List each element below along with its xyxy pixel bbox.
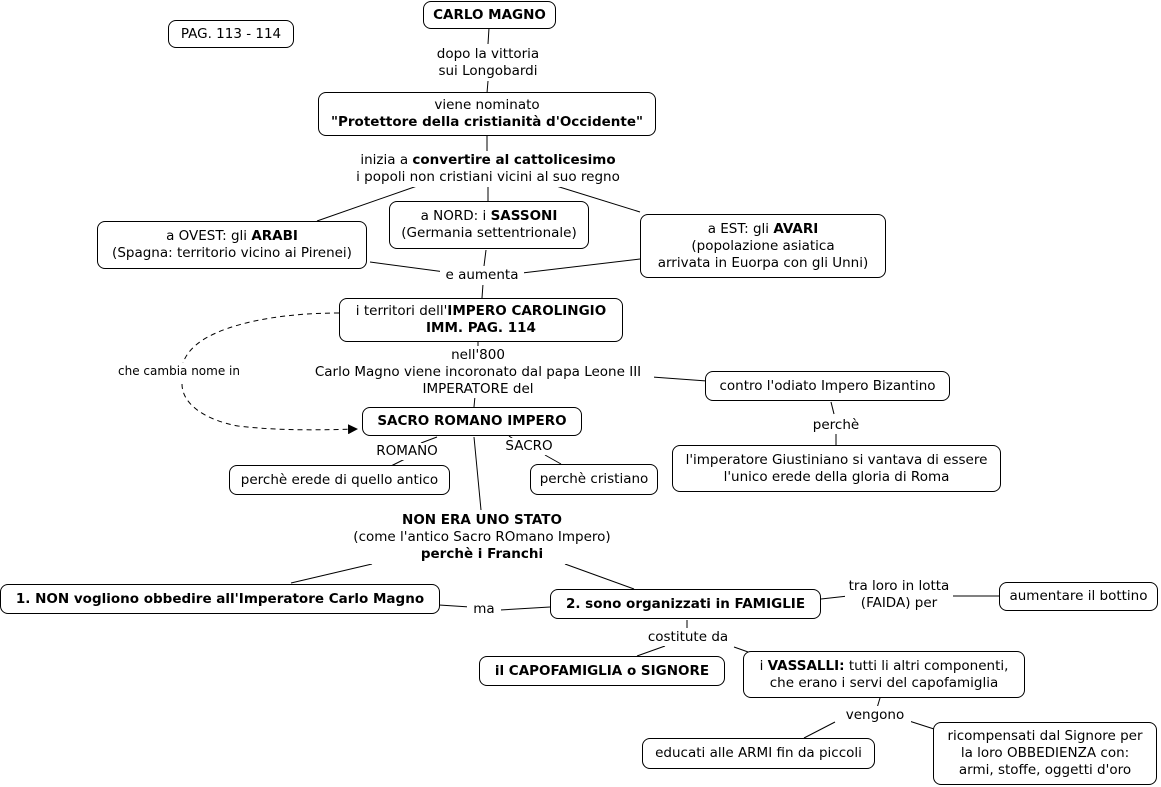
node-text: (Spagna: territorio vicino ai Pirenei): [112, 245, 352, 261]
link-text: ROMANO: [376, 443, 438, 459]
link-text: (FAIDA) per: [860, 595, 938, 611]
node-text: contro l'odiato Impero Bizantino: [719, 377, 936, 394]
node-text: che erano i servi del capofamiglia: [769, 674, 999, 691]
link-non-era-stato: NON ERA UNO STATO (come l'antico Sacro R…: [336, 510, 628, 564]
node-text-bold: VASSALLI:: [767, 657, 845, 674]
node-text-bold: SACRO ROMANO IMPERO: [377, 413, 567, 429]
link-text: nell'800: [451, 346, 505, 363]
link-perche: perchè: [806, 416, 866, 434]
est-avari-node: a EST: gli AVARI (popolazione asiatica a…: [640, 214, 886, 278]
node-text-bold: il CAPOFAMIGLIA o SIGNORE: [494, 662, 710, 679]
node-text-bold: IMM. PAG. 114: [426, 320, 536, 336]
impero-bizantino-node: contro l'odiato Impero Bizantino: [705, 371, 950, 401]
node-text-bold: SASSONI: [490, 208, 558, 224]
link-text-bold: convertire al cattolicesimo: [412, 152, 616, 168]
link-text: vengono: [845, 706, 905, 723]
link-e-aumenta: e aumenta: [440, 266, 524, 285]
node-text: a EST: gli: [707, 220, 774, 237]
erede-antico-node: perchè erede di quello antico: [229, 465, 450, 495]
node-text: i: [759, 657, 768, 674]
link-convertire: inizia a convertire al cattolicesimo i p…: [330, 151, 646, 187]
carlo-magno-node: CARLO MAGNO: [423, 1, 556, 29]
node-text-bold: 2. sono organizzati in FAMIGLIE: [565, 595, 806, 612]
link-text: e aumenta: [445, 267, 519, 283]
non-obbedire-node: 1. NON vogliono obbedire all'Imperatore …: [0, 584, 440, 614]
node-text: armi, stoffe, oggetti d'oro: [958, 762, 1132, 778]
link-romano: ROMANO: [372, 443, 442, 460]
famiglie-node: 2. sono organizzati in FAMIGLIE: [550, 589, 821, 619]
perche-cristiano-node: perchè cristiano: [530, 464, 658, 495]
node-text: ricompensati dal Signore per: [947, 728, 1143, 744]
link-sacro: SACRO: [501, 438, 557, 455]
node-text-bold: IMPERO CAROLINGIO: [447, 303, 607, 319]
impero-carolingio-node: i territori dell'IMPERO CAROLINGIO IMM. …: [339, 298, 623, 342]
node-text-bold: "Protettore della cristianità d'Occident…: [330, 114, 644, 130]
link-text: Carlo Magno viene incoronato dal papa Le…: [314, 363, 642, 380]
link-text: tra loro in lotta: [848, 578, 950, 594]
link-text: SACRO: [505, 438, 553, 454]
protettore-node: viene nominato "Protettore della cristia…: [318, 92, 656, 136]
link-text-bold: NON ERA UNO STATO: [402, 511, 562, 528]
link-text: i popoli non cristiani vicini al suo reg…: [356, 169, 620, 185]
node-text: a NORD: i: [420, 208, 491, 224]
link-text: costitute da: [647, 628, 729, 645]
node-text: l'imperatore Giustiniano si vantava di e…: [685, 451, 988, 468]
node-text: i territori dell': [355, 303, 448, 319]
link-text: perchè: [812, 416, 860, 433]
node-text: educati alle ARMI fin da piccoli: [655, 745, 862, 761]
node-text-bold: ARABI: [251, 228, 298, 244]
giustiniano-node: l'imperatore Giustiniano si vantava di e…: [672, 445, 1001, 492]
link-costitute-da: costitute da: [642, 628, 734, 646]
capofamiglia-node: il CAPOFAMIGLIA o SIGNORE: [479, 656, 725, 686]
link-text: IMPERATORE del: [422, 380, 534, 397]
node-text: (popolazione asiatica: [691, 237, 835, 254]
node-text: aumentare il bottino: [1009, 588, 1148, 604]
node-text: la loro OBBEDIENZA con:: [960, 745, 1130, 761]
node-text: perchè erede di quello antico: [240, 471, 439, 488]
node-text: tutti li altri componenti,: [844, 657, 1009, 674]
link-cambia-nome: che cambia nome in: [113, 363, 245, 380]
ricompensati-node: ricompensati dal Signore per la loro OBB…: [933, 722, 1157, 785]
page-reference-box: PAG. 113 - 114: [168, 20, 294, 48]
educati-armi-node: educati alle ARMI fin da piccoli: [642, 738, 875, 769]
vassalli-node: i VASSALLI: tutti li altri componenti, c…: [743, 651, 1025, 698]
bottino-node: aumentare il bottino: [999, 582, 1158, 611]
nord-sassoni-node: a NORD: i SASSONI (Germania settentriona…: [389, 201, 589, 249]
node-text: perchè cristiano: [539, 471, 649, 487]
link-lotta-faida: tra loro in lotta (FAIDA) per: [845, 577, 953, 613]
link-text: sui Longobardi: [438, 62, 538, 79]
node-text-bold: AVARI: [773, 220, 819, 237]
sacro-romano-impero-node: SACRO ROMANO IMPERO: [362, 407, 582, 436]
link-text: inizia a: [360, 152, 413, 168]
node-text: (Germania settentrionale): [401, 225, 577, 241]
link-text: che cambia nome in: [118, 364, 240, 378]
link-vengono: vengono: [839, 706, 911, 724]
ovest-arabi-node: a OVEST: gli ARABI (Spagna: territorio v…: [97, 221, 367, 269]
link-text: (come l'antico Sacro ROmano Impero): [353, 528, 611, 545]
link-text: dopo la vittoria: [436, 45, 540, 62]
link-text: ma: [473, 600, 495, 617]
link-dopo-vittoria: dopo la vittoria sui Longobardi: [420, 44, 556, 81]
link-nell-800: nell'800 Carlo Magno viene incoronato da…: [302, 346, 654, 398]
node-text: viene nominato: [434, 97, 540, 113]
link-text-bold: perchè i Franchi: [420, 545, 544, 562]
node-text: a OVEST: gli: [166, 228, 252, 244]
carlo-magno-title: CARLO MAGNO: [433, 6, 546, 23]
node-text: l'unico erede della gloria di Roma: [723, 468, 950, 485]
node-text: arrivata in Euorpa con gli Unni): [657, 254, 869, 271]
page-reference-text: PAG. 113 - 114: [180, 25, 282, 42]
node-text-bold: 1. NON vogliono obbedire all'Imperatore …: [15, 590, 425, 607]
link-ma: ma: [467, 600, 501, 618]
